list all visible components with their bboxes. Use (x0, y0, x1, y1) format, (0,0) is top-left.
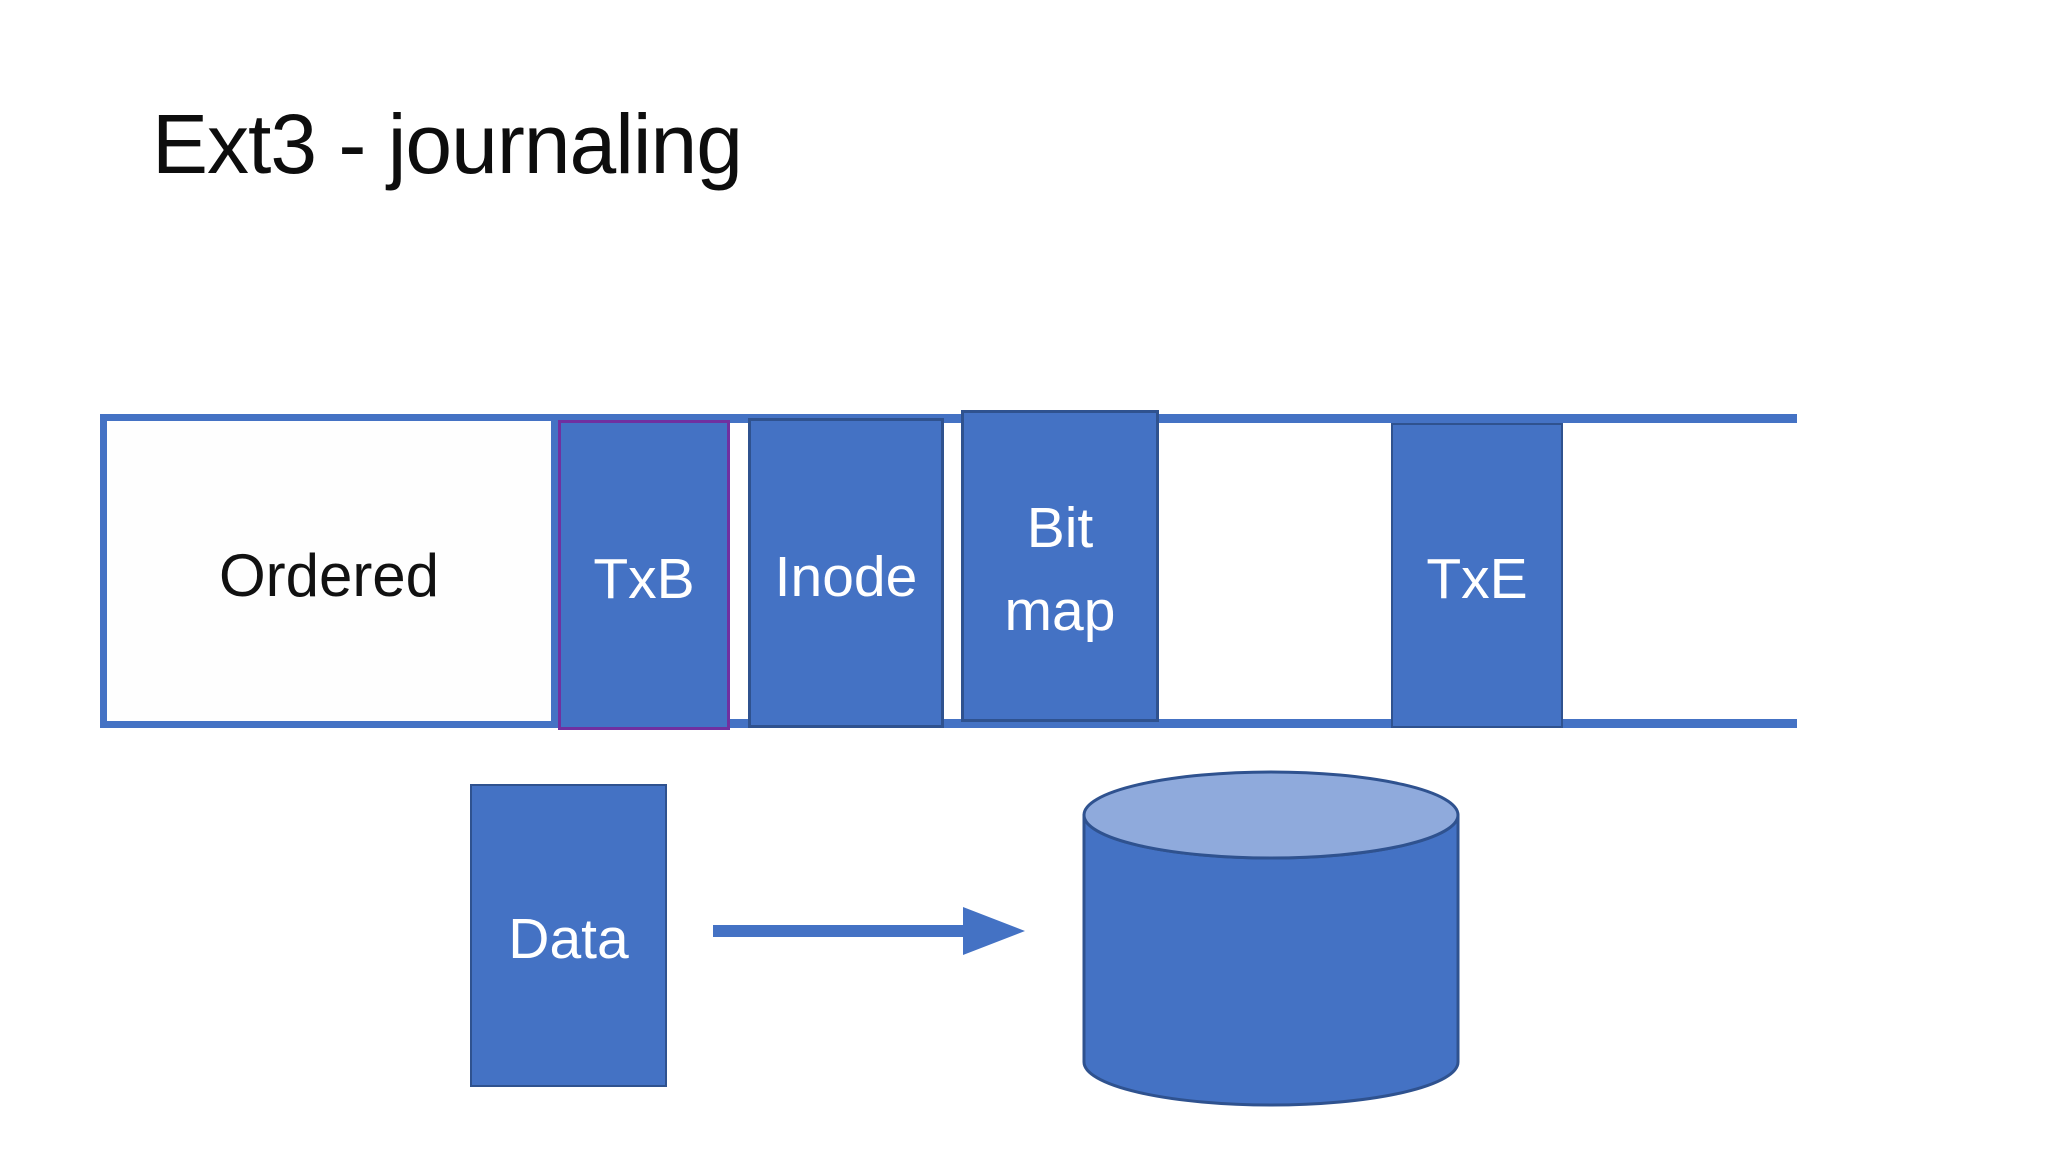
segment-ordered-label: Ordered (218, 541, 440, 609)
segment-txb: TxB (558, 420, 730, 730)
segment-txb-label: TxB (593, 546, 695, 611)
slide-title: Ext3 - journaling (152, 97, 743, 191)
segment-bitmap-label: Bit map (1004, 496, 1116, 643)
right-arrow-shape (713, 907, 1025, 955)
disk-cylinder-icon (1082, 770, 1460, 1107)
segment-inode: Inode (748, 418, 944, 728)
right-arrow-icon (713, 907, 1025, 955)
data-block: Data (470, 784, 667, 1087)
segment-txe: TxE (1391, 423, 1563, 728)
track-bottom-line (100, 719, 1797, 728)
segment-bitmap: Bit map (961, 410, 1159, 722)
track-top-line (100, 414, 1797, 423)
disk-cylinder-top (1082, 770, 1460, 860)
segment-ordered: Ordered (100, 414, 558, 728)
segment-inode-label: Inode (774, 544, 918, 609)
data-block-label: Data (508, 907, 629, 972)
segment-txe-label: TxE (1426, 547, 1528, 612)
